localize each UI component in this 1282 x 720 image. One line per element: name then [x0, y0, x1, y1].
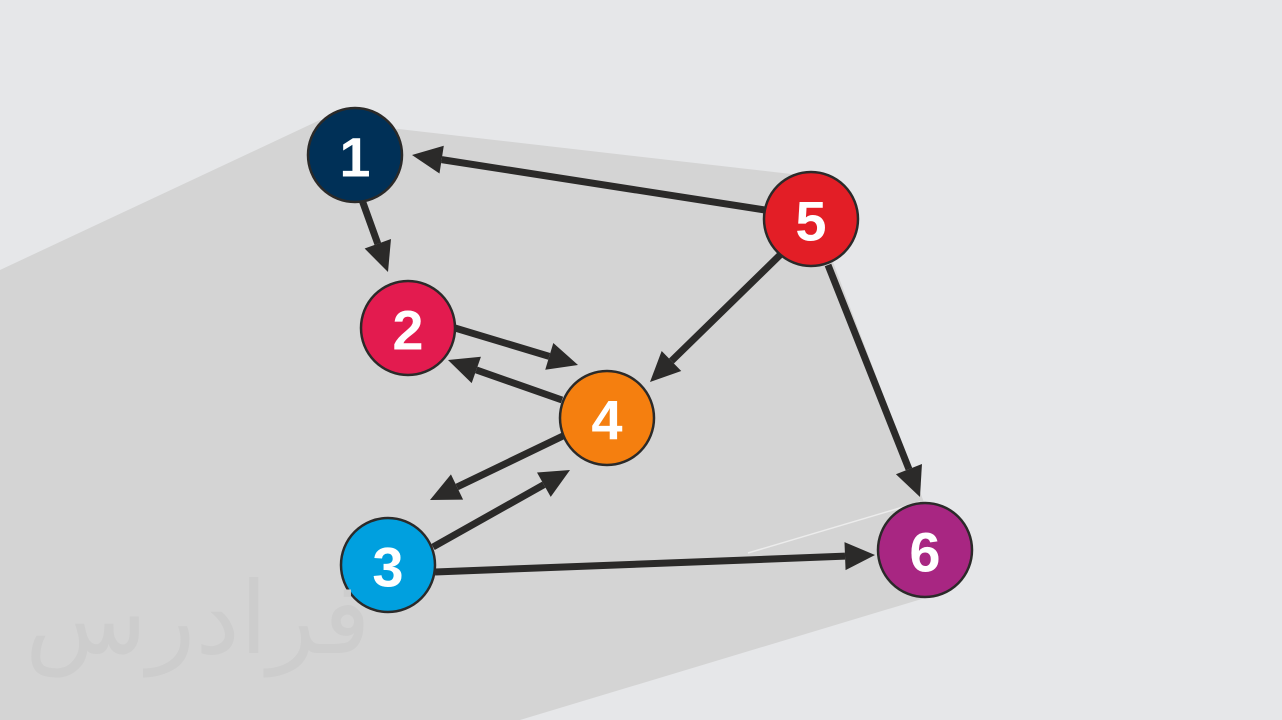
arrowhead-icon [364, 239, 391, 272]
edge-5-to-1 [412, 145, 766, 214]
edge-line [434, 552, 846, 576]
node-4: 4 [558, 369, 656, 467]
shadow-edge-line [747, 501, 921, 554]
edge-5-to-4 [650, 252, 783, 382]
node-label: 5 [795, 190, 826, 253]
arrowhead-icon [650, 351, 682, 382]
node-circle [876, 501, 974, 599]
node-circle [339, 516, 437, 614]
arrowhead-icon [844, 542, 875, 571]
edge-4-to-2 [448, 356, 564, 404]
watermark-logo: فرادرس [25, 560, 371, 677]
arrowhead-icon [448, 356, 481, 384]
arrowhead-icon [545, 342, 578, 370]
edge-line [669, 252, 783, 364]
edge-line [431, 481, 546, 551]
node-label: 3 [372, 536, 403, 599]
edge-4-to-3 [430, 431, 567, 500]
node-label: 4 [591, 389, 622, 452]
node-1: 1 [306, 106, 404, 204]
edge-3-to-6 [434, 542, 875, 576]
node-label: 1 [339, 126, 370, 189]
edge-5-to-6 [824, 263, 922, 497]
edge-line [475, 366, 564, 404]
node-label: 6 [909, 521, 940, 584]
node-5: 5 [762, 170, 860, 268]
arrowhead-icon [536, 470, 570, 497]
edge-1-to-2 [358, 198, 391, 272]
edge-3-to-4 [431, 470, 570, 551]
edge-line [358, 198, 382, 245]
arrowhead-icon [895, 463, 922, 497]
node-circle [762, 170, 860, 268]
node-6: 6 [876, 501, 974, 599]
node-circle [558, 369, 656, 467]
edge-line [455, 431, 567, 491]
node-3: 3 [339, 516, 437, 614]
arrowhead-icon [430, 474, 464, 500]
edge-2-to-4 [453, 324, 578, 370]
node-circle [306, 106, 404, 204]
node-circle [359, 279, 457, 377]
arrowhead-icon [412, 145, 444, 174]
node-2: 2 [359, 279, 457, 377]
edge-line [453, 324, 551, 360]
node-label: 2 [392, 299, 423, 362]
edge-line [441, 156, 766, 214]
edge-line [824, 263, 913, 471]
long-shadow [0, 120, 935, 720]
